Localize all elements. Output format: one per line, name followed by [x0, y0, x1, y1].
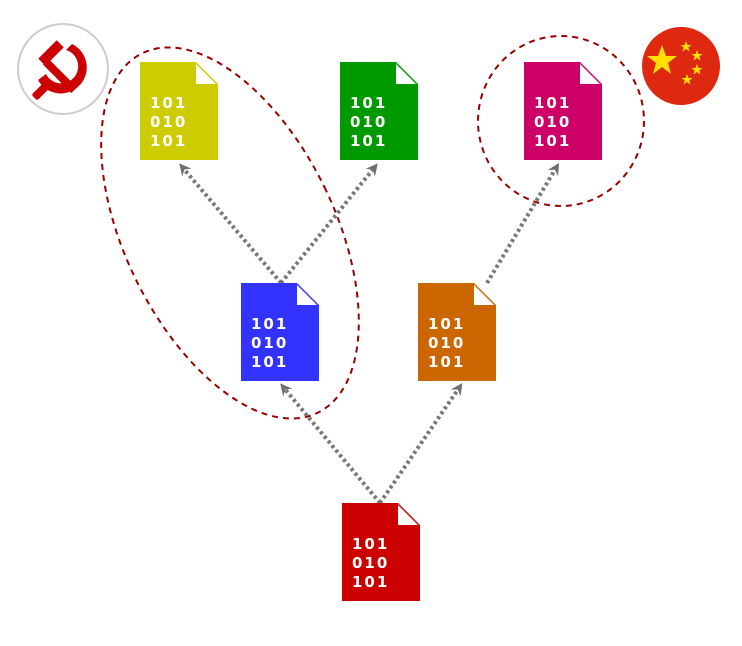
file-icon	[340, 62, 418, 160]
file-icon	[524, 62, 602, 160]
file-bits-line: 010	[150, 113, 188, 131]
soviet-group-boundary	[100, 46, 360, 420]
file-bits-line: 101	[150, 132, 188, 150]
file-bits-line: 101	[534, 94, 572, 112]
file-bits-line: 010	[534, 113, 572, 131]
file-bits-line: 101	[534, 132, 572, 150]
file-bits-line: 101	[150, 94, 188, 112]
edge-blue-green	[279, 163, 378, 285]
file-bits-line: 101	[251, 315, 289, 333]
file-bits-line: 010	[350, 113, 388, 131]
edge-orange-magenta	[485, 162, 560, 285]
file-bits-line: 101	[352, 535, 390, 553]
edge-root-orange	[378, 383, 463, 505]
edges	[179, 162, 560, 505]
file-icon	[342, 503, 420, 601]
file-bits-line: 010	[352, 554, 390, 572]
file-bits-line: 101	[428, 315, 466, 333]
file-bits-line: 010	[428, 334, 466, 352]
file-icon	[241, 283, 319, 381]
edge-root-blue	[280, 383, 382, 505]
file-bits-line: 101	[352, 573, 390, 591]
large-star-icon	[647, 45, 677, 74]
file-icon	[140, 62, 218, 160]
edge-blue-yellow	[179, 163, 283, 285]
file-bits-line: 101	[350, 132, 388, 150]
china-flag-icon	[640, 25, 722, 111]
china-group-boundary	[477, 35, 645, 207]
file-icon	[418, 283, 496, 381]
hammer-sickle-icon	[16, 22, 110, 120]
file-bits-line: 010	[251, 334, 289, 352]
file-bits-line: 101	[251, 353, 289, 371]
file-bits-line: 101	[350, 94, 388, 112]
file-bits-line: 101	[428, 353, 466, 371]
